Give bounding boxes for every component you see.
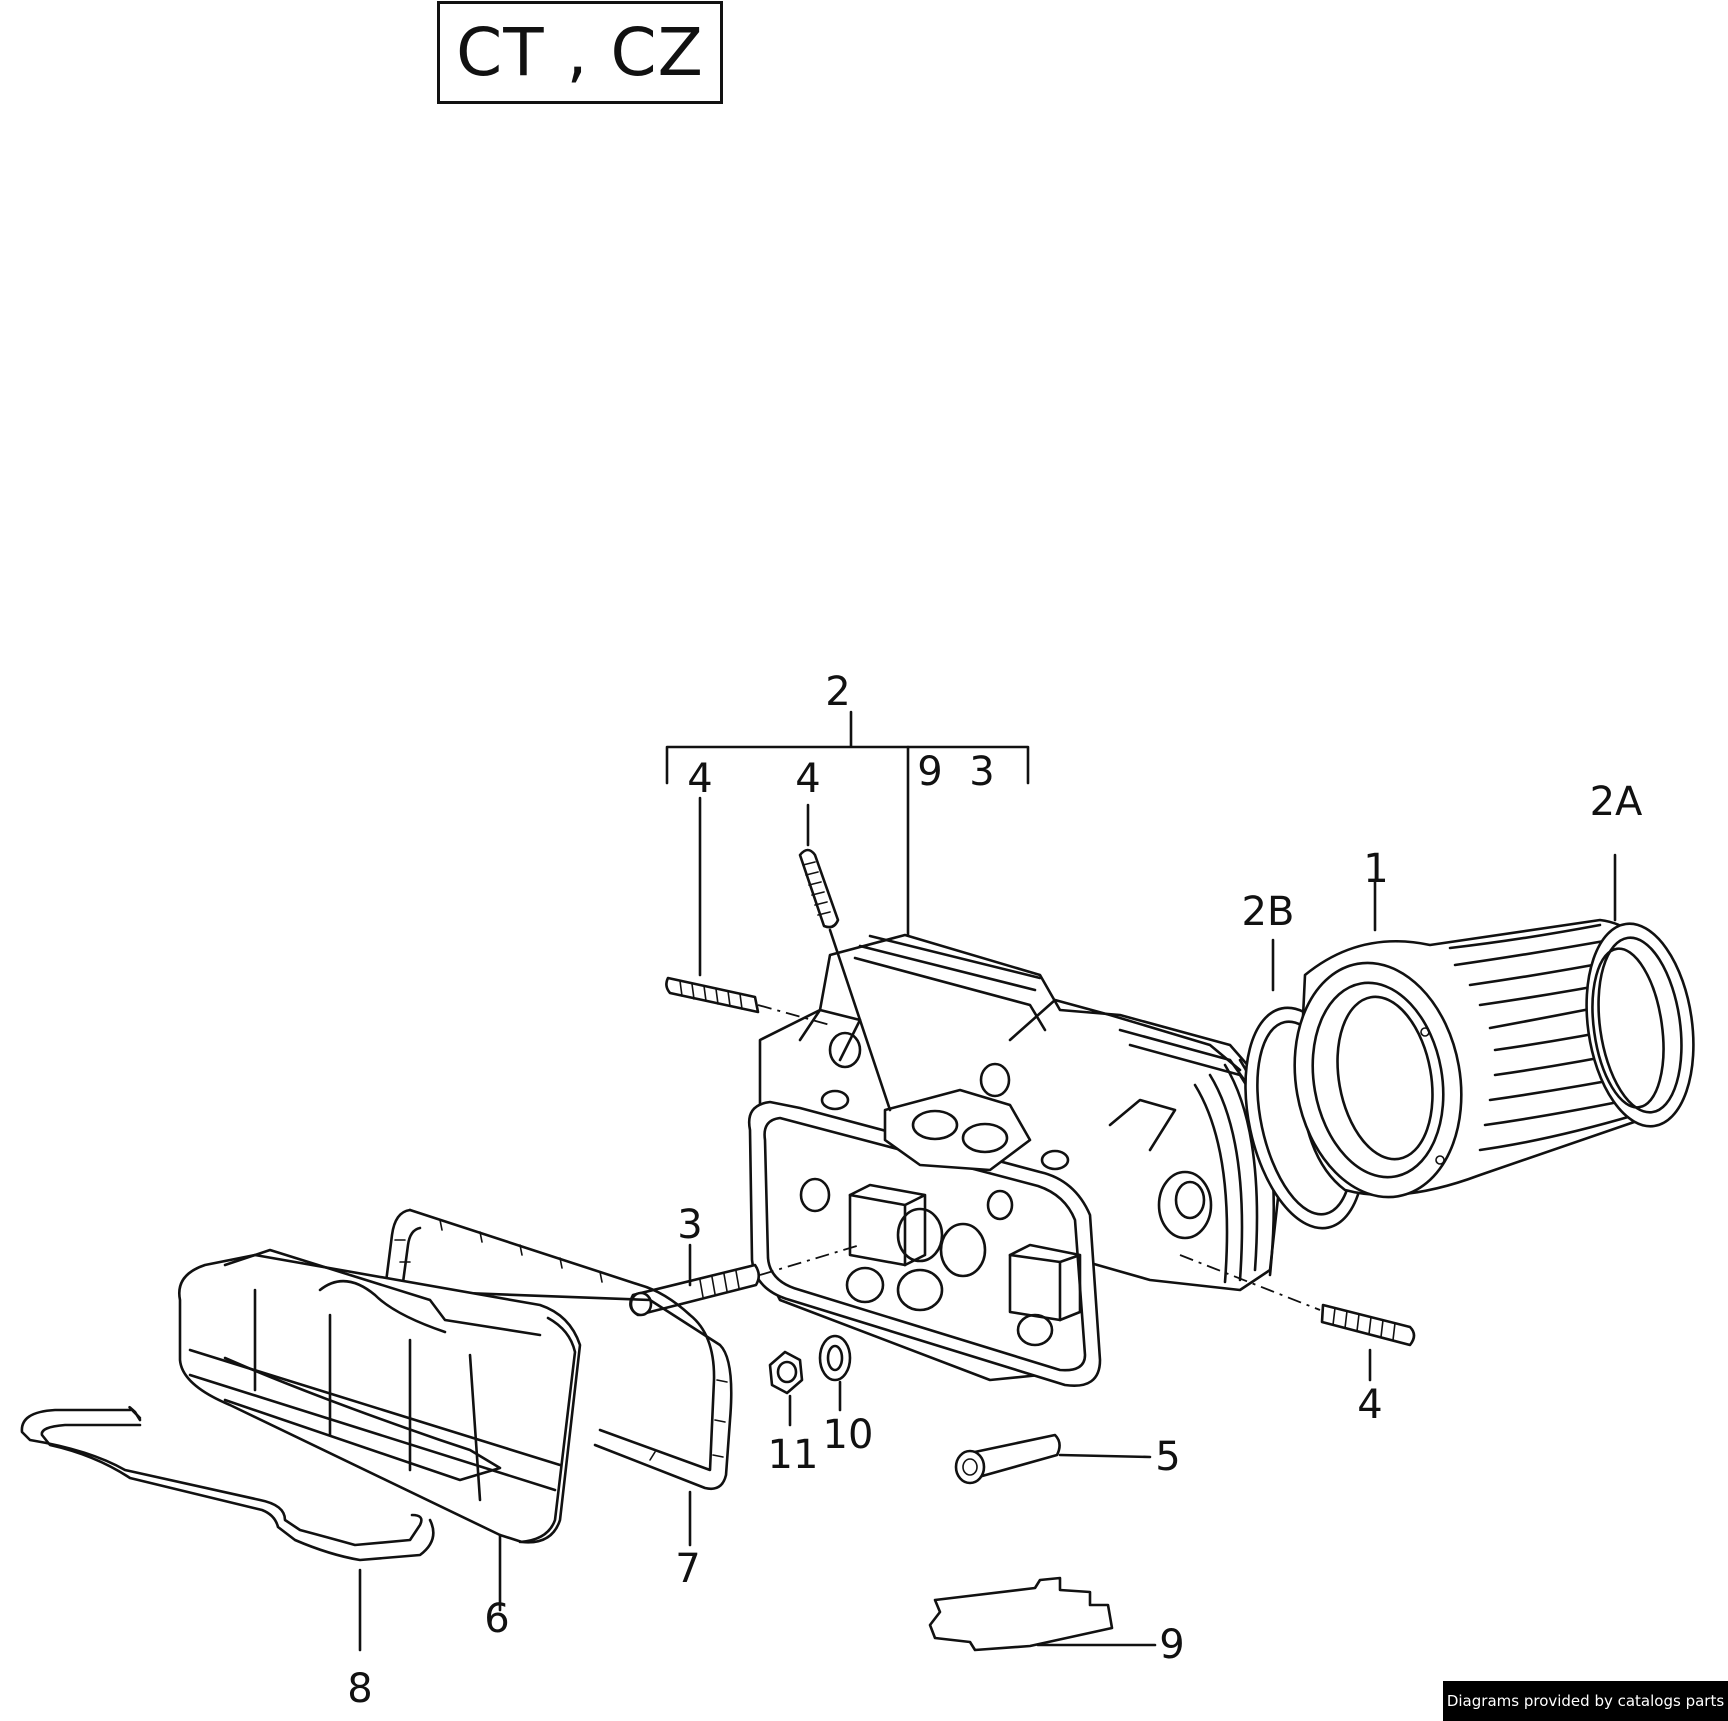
callout-2B: 2B: [1242, 889, 1295, 935]
engine-code-box: CT , CZ: [437, 1, 723, 104]
long-stud: [629, 1244, 861, 1317]
callout-3-top: 3: [969, 749, 994, 795]
callout-labels: 2 4 4 9 3 2A 1 2B 3 4 5 11 10 7 6 9 8: [347, 669, 1643, 1712]
callout-9-bottom: 9: [1159, 1622, 1184, 1668]
rocker-gasket: [383, 1208, 733, 1547]
callout-10: 10: [823, 1412, 874, 1458]
stud-left: [665, 976, 831, 1026]
callout-6: 6: [484, 1596, 509, 1642]
cylinder-barrel: [1244, 918, 1695, 1230]
bolt: [954, 1433, 1152, 1485]
callout-11: 11: [768, 1432, 819, 1478]
engine-code-label: CT , CZ: [456, 14, 704, 91]
intake-gasket: [928, 1576, 1157, 1652]
washer: [818, 1334, 852, 1412]
rocker-cover: [178, 1248, 582, 1612]
credit-text: Diagrams provided by catalogs parts: [1446, 1692, 1725, 1710]
callout-9-top: 9: [917, 749, 942, 795]
callout-5: 5: [1155, 1434, 1180, 1480]
callout-4-top: 4: [795, 756, 820, 802]
callout-1: 1: [1363, 846, 1388, 892]
callout-8: 8: [347, 1666, 372, 1712]
credit-banner: Diagrams provided by catalogs parts: [1443, 1681, 1728, 1721]
nut: [768, 1350, 804, 1427]
callout-2: 2: [825, 669, 850, 715]
leader-lines: [688, 796, 1617, 1382]
group-2-bracket: [665, 710, 1030, 937]
callout-4-right: 4: [1357, 1382, 1382, 1428]
callout-7: 7: [675, 1546, 700, 1592]
retaining-clip: [20, 1405, 435, 1652]
callout-3-stud: 3: [677, 1202, 702, 1248]
cylinder-head: [747, 933, 1282, 1388]
callout-2A: 2A: [1590, 779, 1643, 825]
callout-4-left: 4: [687, 756, 712, 802]
stud-top: [798, 848, 892, 1112]
stud-right: [1179, 1254, 1416, 1347]
